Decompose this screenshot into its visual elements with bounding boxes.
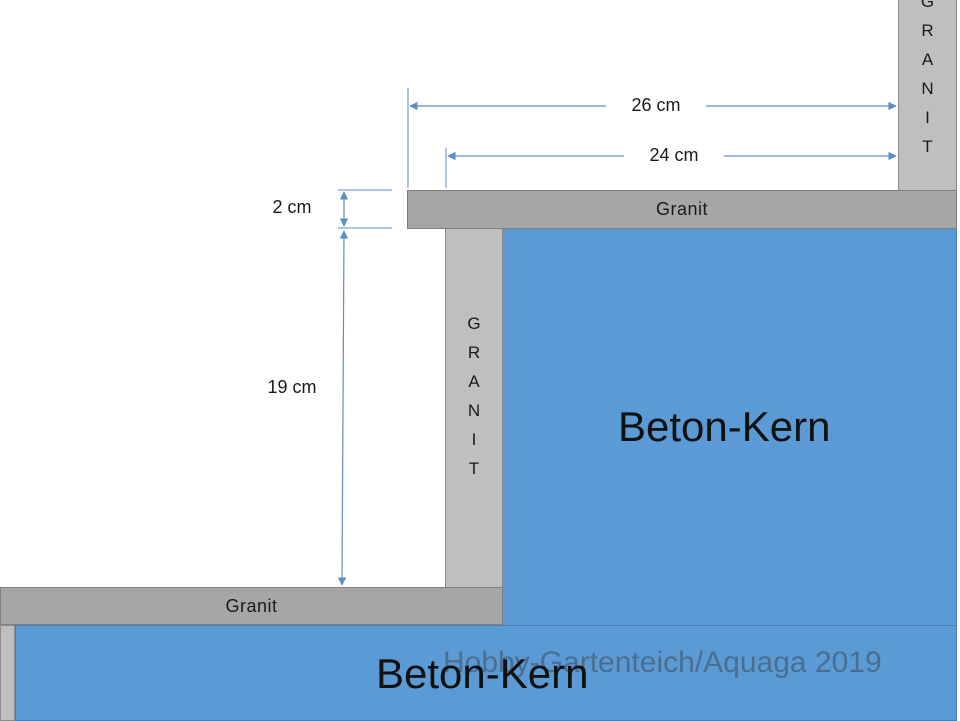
dimension-label-24cm: 24 cm bbox=[624, 145, 724, 169]
granite-letter: I bbox=[471, 430, 477, 449]
granite-letter: N bbox=[921, 79, 934, 98]
dimension-label-2cm: 2 cm bbox=[272, 197, 312, 217]
granite-horizontal-top: Granit bbox=[407, 190, 957, 229]
granite-letter: I bbox=[925, 108, 930, 127]
granite-letter: R bbox=[921, 21, 934, 40]
granite-letter: A bbox=[921, 50, 934, 69]
granite-label: Granit bbox=[225, 595, 278, 616]
watermark-text: Hobby-Gartenteich/Aquaga 2019 bbox=[443, 646, 882, 679]
granite-letter: R bbox=[467, 343, 481, 362]
granite-vertical-top-right: G R A N I T bbox=[898, 0, 957, 191]
granite-horizontal-bottom: Granit bbox=[0, 587, 503, 625]
granite-label: Granit bbox=[655, 199, 709, 219]
dimension-label-19cm: 19 cm bbox=[252, 377, 332, 401]
upper-beton-core bbox=[502, 228, 957, 626]
granite-letter: T bbox=[468, 459, 480, 478]
granite-letter: G bbox=[920, 0, 935, 11]
beton-core-label-upper: Beton-Kern bbox=[618, 403, 831, 450]
granite-letter: A bbox=[468, 372, 480, 391]
beton-core-label-lower: Beton-Kern bbox=[376, 650, 589, 697]
lower-beton-core bbox=[15, 625, 957, 721]
granite-letter: N bbox=[467, 401, 481, 420]
granite-letter: G bbox=[467, 314, 481, 333]
granite-vertical-middle: G R A N I T bbox=[445, 228, 503, 588]
granite-letter: T bbox=[922, 137, 933, 156]
dimension-label-26cm: 26 cm bbox=[606, 95, 706, 119]
